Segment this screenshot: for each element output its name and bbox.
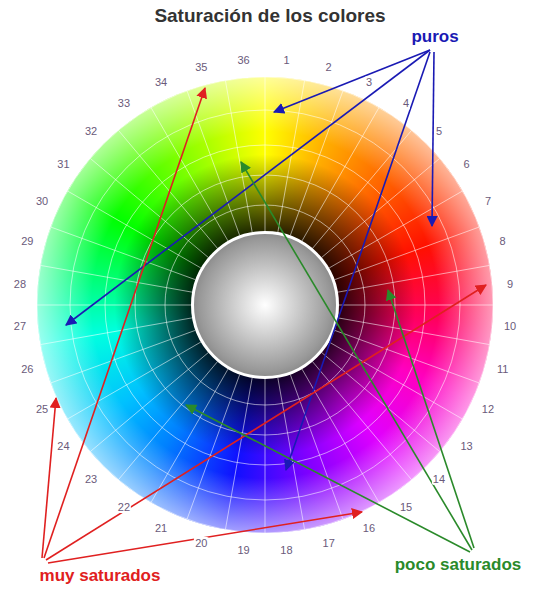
sector-line (278, 80, 305, 232)
hue-number: 7 (484, 195, 492, 207)
hue-number: 20 (194, 537, 208, 549)
hue-number: 9 (506, 278, 514, 290)
sector-line (151, 108, 228, 241)
sector-line (151, 369, 228, 502)
sector-line (335, 227, 480, 280)
sector-line (37, 305, 191, 306)
hue-number: 6 (462, 158, 470, 170)
sector-line (90, 158, 208, 257)
leader-line (432, 52, 434, 226)
hue-number: 18 (279, 544, 293, 556)
hue-number: 25 (35, 403, 49, 415)
sector-line (51, 227, 196, 280)
sector-line (225, 80, 252, 232)
hue-number: 8 (499, 235, 507, 247)
sector-line (338, 265, 490, 292)
hue-number: 2 (325, 61, 333, 73)
sector-line (339, 305, 493, 306)
chart-title: Saturación de los colores (154, 6, 385, 27)
ring-line (165, 205, 365, 405)
hue-number: 13 (459, 440, 473, 452)
hue-number: 22 (117, 500, 131, 512)
sector-line (51, 330, 196, 383)
hue-number: 11 (496, 363, 509, 375)
leader-line (274, 50, 430, 112)
sector-line (338, 318, 490, 345)
hue-number: 1 (282, 54, 290, 66)
hue-number: 29 (20, 235, 34, 247)
sector-line (290, 375, 343, 520)
sector-line (329, 191, 462, 268)
leader-line (241, 162, 472, 550)
hue-number: 5 (435, 125, 443, 137)
sector-line (68, 342, 201, 419)
hue-number: 28 (13, 278, 27, 290)
hue-number: 4 (402, 97, 410, 109)
leader-line (66, 50, 430, 325)
hue-number: 19 (236, 544, 250, 556)
sector-line (322, 158, 440, 257)
sector-line (225, 378, 252, 530)
sector-line (187, 375, 240, 520)
hue-number: 16 (362, 522, 376, 534)
hue-number: 17 (322, 537, 336, 549)
leader-line (286, 52, 430, 470)
leader-line (48, 512, 362, 563)
leader-line (46, 285, 486, 560)
sector-line (265, 379, 266, 533)
callout-label: poco saturados (393, 556, 524, 575)
hue-number: 23 (84, 473, 98, 485)
hue-number: 10 (503, 320, 517, 332)
sector-line (329, 342, 462, 419)
leader-line (186, 405, 470, 552)
hue-number: 35 (194, 61, 208, 73)
hue-number: 14 (432, 473, 446, 485)
hue-number: 15 (399, 500, 413, 512)
sector-line (68, 191, 201, 268)
hue-number: 36 (236, 54, 250, 66)
sector-line (40, 265, 192, 292)
hue-number: 3 (365, 76, 373, 88)
leader-line (44, 88, 205, 558)
hue-number: 21 (154, 522, 168, 534)
hue-number: 24 (56, 440, 70, 452)
hue-number: 32 (84, 125, 98, 137)
callout-label: muy saturados (38, 567, 163, 586)
ring-line (37, 77, 493, 533)
sector-line (322, 353, 440, 452)
hue-number: 31 (56, 158, 70, 170)
sector-line (313, 362, 412, 480)
hue-number: 33 (117, 97, 131, 109)
sector-line (302, 108, 379, 241)
hue-number: 27 (13, 320, 27, 332)
callout-label: puros (409, 28, 460, 47)
leader-line (42, 398, 56, 558)
gray-sphere (191, 231, 339, 379)
hue-number: 34 (154, 76, 168, 88)
sector-line (118, 130, 217, 248)
hue-number: 26 (20, 363, 34, 375)
sector-line (265, 77, 266, 231)
sector-line (40, 318, 192, 345)
hue-number: 12 (481, 403, 495, 415)
sector-line (290, 91, 343, 236)
leader-line (388, 290, 474, 548)
sector-line (90, 353, 208, 452)
hue-number: 30 (35, 195, 49, 207)
